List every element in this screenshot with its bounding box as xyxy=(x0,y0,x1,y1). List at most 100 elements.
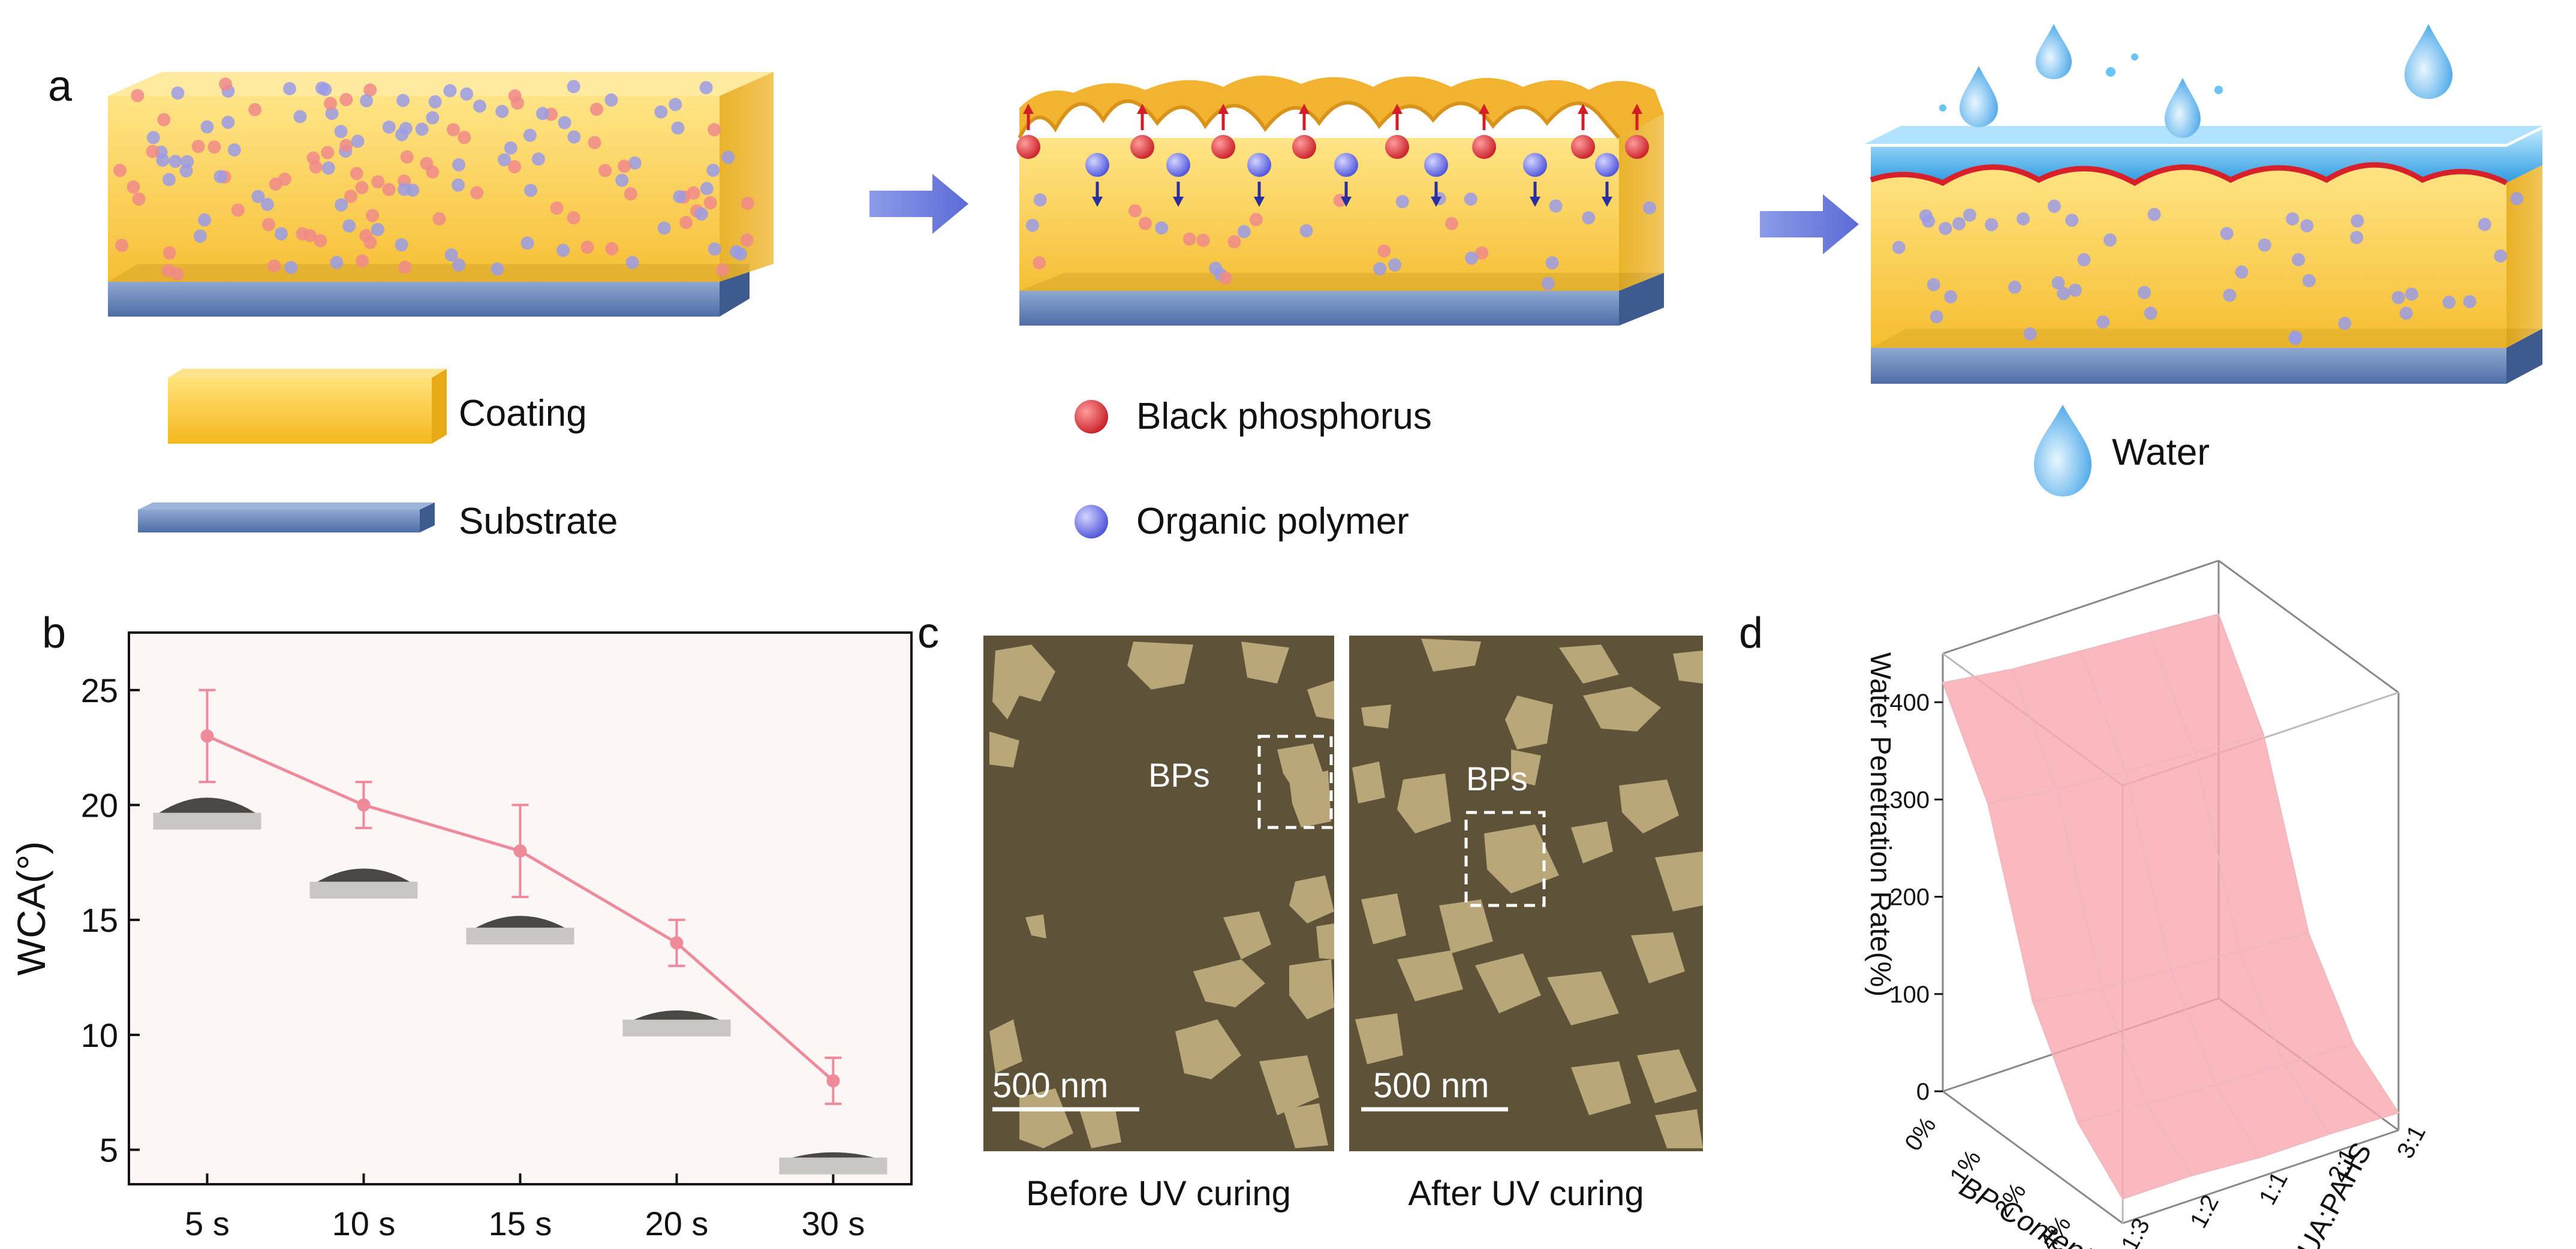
bp-particle xyxy=(708,123,721,137)
z-tick-label: 0 xyxy=(1916,1079,1930,1105)
polymer-particle xyxy=(708,242,721,256)
bp-particle xyxy=(356,254,369,268)
bp-particle xyxy=(131,89,145,103)
z-tick-label: 400 xyxy=(1889,690,1930,716)
bp-particle xyxy=(508,160,522,174)
bp-particle xyxy=(1033,256,1046,270)
polymer-particle xyxy=(325,107,339,121)
polymer-particle xyxy=(193,229,207,243)
x-tick-label: 0% xyxy=(1900,1112,1941,1156)
polymer-particle xyxy=(2391,291,2405,305)
bp-particle xyxy=(432,212,446,225)
polymer-particle xyxy=(673,190,687,203)
bp-particle xyxy=(161,264,175,278)
y-tick-label: 1:2 xyxy=(2185,1191,2224,1233)
wca-point xyxy=(670,936,684,950)
polymer-particle xyxy=(1927,278,1940,291)
polymer-particle xyxy=(490,262,504,276)
polymer-particle xyxy=(2292,253,2306,267)
polymer-particle xyxy=(2047,199,2061,213)
polymer-particle xyxy=(274,227,288,240)
particle-field-water xyxy=(1892,192,2524,345)
water-drop-icon xyxy=(2165,78,2201,138)
bp-particle xyxy=(598,164,612,177)
bp-particle xyxy=(1016,135,1040,159)
polymer-particle xyxy=(567,130,581,144)
polymer-particle xyxy=(2051,276,2065,290)
bp-particle xyxy=(1130,135,1154,159)
panel-c-label: c xyxy=(917,609,939,657)
bp-particle xyxy=(508,89,522,103)
bp-particle xyxy=(1571,135,1595,159)
polymer-particle xyxy=(1582,211,1596,225)
polymer-particle xyxy=(1166,153,1190,177)
wavy-surface xyxy=(1019,76,1664,138)
bp-particle xyxy=(306,151,320,165)
bp-particle xyxy=(1292,135,1316,159)
bp-particle xyxy=(366,209,380,222)
bp-highlight-box xyxy=(1257,735,1333,829)
x-tick-label: 15 s xyxy=(489,1205,552,1242)
z-tick-label: 200 xyxy=(1889,884,1930,911)
polymer-particle xyxy=(520,236,534,250)
organic-polymer-dot-icon xyxy=(1075,505,1108,538)
bp-particle xyxy=(363,83,377,97)
droplet-substrate xyxy=(466,928,574,945)
polymer-particle xyxy=(2068,284,2082,297)
z-axis-label: Water Penetration Rate(%) xyxy=(1864,652,1896,997)
legend-substrate: Substrate xyxy=(138,501,618,542)
polymer-particle xyxy=(227,143,241,157)
bp-particle xyxy=(115,239,129,252)
bp-particle xyxy=(590,103,603,116)
bp-particle xyxy=(458,131,471,145)
axis-edge xyxy=(2218,559,2399,694)
water-drop-icon xyxy=(2034,405,2092,496)
polymer-particle xyxy=(706,164,720,177)
polymer-particle xyxy=(669,98,682,112)
polymer-particle xyxy=(2399,306,2413,320)
y-tick-label: 25 xyxy=(81,672,118,709)
polymer-particle xyxy=(395,238,408,252)
y-tick-label: 10 xyxy=(81,1016,118,1054)
z-tick-label: 300 xyxy=(1889,787,1930,813)
z-tick-label: 100 xyxy=(1889,982,1930,1008)
water-drop-icon xyxy=(2405,24,2452,99)
bp-particle xyxy=(588,136,601,149)
bp-particle xyxy=(339,139,353,152)
polymer-particle xyxy=(473,100,486,113)
bp-annotation: BPs xyxy=(1148,756,1210,794)
polymer-particle xyxy=(694,207,708,221)
bp-particle xyxy=(314,234,327,248)
up-arrow-head xyxy=(1137,104,1148,114)
polymer-particle xyxy=(360,94,374,107)
droplet-icon xyxy=(317,868,410,882)
polymer-particle xyxy=(556,243,570,257)
bp-particle xyxy=(207,140,221,154)
bp-particle xyxy=(580,240,594,254)
polymer-particle xyxy=(498,153,511,167)
black-phosphorus-dot-icon xyxy=(1075,400,1108,434)
polymer-particle xyxy=(415,122,429,136)
bp-particle xyxy=(267,259,281,273)
polymer-particle xyxy=(1523,153,1547,177)
bp-particle xyxy=(321,146,335,159)
coating-block-curing xyxy=(1016,76,1664,326)
polymer-particle xyxy=(2478,218,2491,231)
polymer-particle xyxy=(179,164,193,178)
polymer-particle xyxy=(524,183,538,197)
polymer-particle xyxy=(671,121,685,135)
polymer-particle xyxy=(504,141,517,155)
bp-highlight-box xyxy=(1464,811,1546,907)
water-drop-icon xyxy=(1960,66,1998,127)
polymer-particle xyxy=(1395,195,1409,209)
polymer-particle xyxy=(495,104,509,118)
polymer-particle xyxy=(342,219,356,233)
bp-particle xyxy=(426,165,440,179)
polymer-particle xyxy=(1545,256,1559,270)
polymer-particle xyxy=(221,116,235,129)
legend-organic-polymer: Organic polymer xyxy=(1075,501,1409,542)
polymer-particle xyxy=(1541,276,1555,290)
polymer-particle xyxy=(396,94,410,107)
polymer-particle xyxy=(330,255,344,269)
